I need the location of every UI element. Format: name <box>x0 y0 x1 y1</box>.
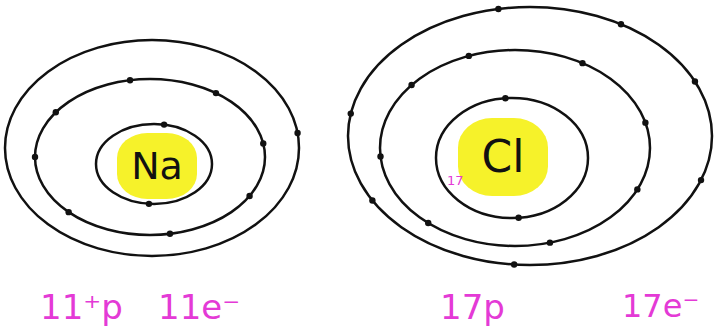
electron <box>260 140 266 146</box>
electron <box>53 109 59 115</box>
electron <box>127 77 133 83</box>
electron <box>698 177 704 183</box>
electron <box>579 60 585 66</box>
particle-count: 11e⁻ <box>158 290 240 324</box>
electron <box>466 53 472 59</box>
electron <box>213 90 219 96</box>
electron <box>408 82 414 88</box>
electron <box>167 231 173 237</box>
middle-shell <box>35 79 265 235</box>
electron <box>146 201 152 207</box>
nucleus: Cl <box>458 118 548 196</box>
particle-count: 17e⁻ <box>622 290 699 322</box>
electron <box>634 186 640 192</box>
electron <box>511 261 517 267</box>
small-note: 17 <box>447 174 464 187</box>
inner-shell <box>96 124 212 204</box>
electron <box>65 209 71 215</box>
electron <box>377 153 383 159</box>
middle-shell <box>380 50 650 246</box>
electron <box>246 193 252 199</box>
electron <box>642 119 648 125</box>
electron <box>425 220 431 226</box>
electron <box>502 95 508 101</box>
element-symbol: Cl <box>482 135 525 179</box>
electron <box>348 110 354 116</box>
electron <box>32 154 38 160</box>
particle-count: 17p <box>440 290 505 324</box>
electron <box>294 130 300 136</box>
element-symbol: Na <box>131 147 183 185</box>
electron <box>618 21 624 27</box>
electron <box>692 78 698 84</box>
nucleus: Na <box>117 133 197 199</box>
electron <box>495 6 501 12</box>
outer-shell <box>348 7 712 265</box>
electron <box>369 197 375 203</box>
electron <box>161 121 167 127</box>
inner-shell <box>436 98 588 218</box>
electron <box>515 215 521 221</box>
particle-count: 11⁺p <box>40 290 123 324</box>
outer-shell <box>5 40 299 256</box>
electron <box>547 239 553 245</box>
